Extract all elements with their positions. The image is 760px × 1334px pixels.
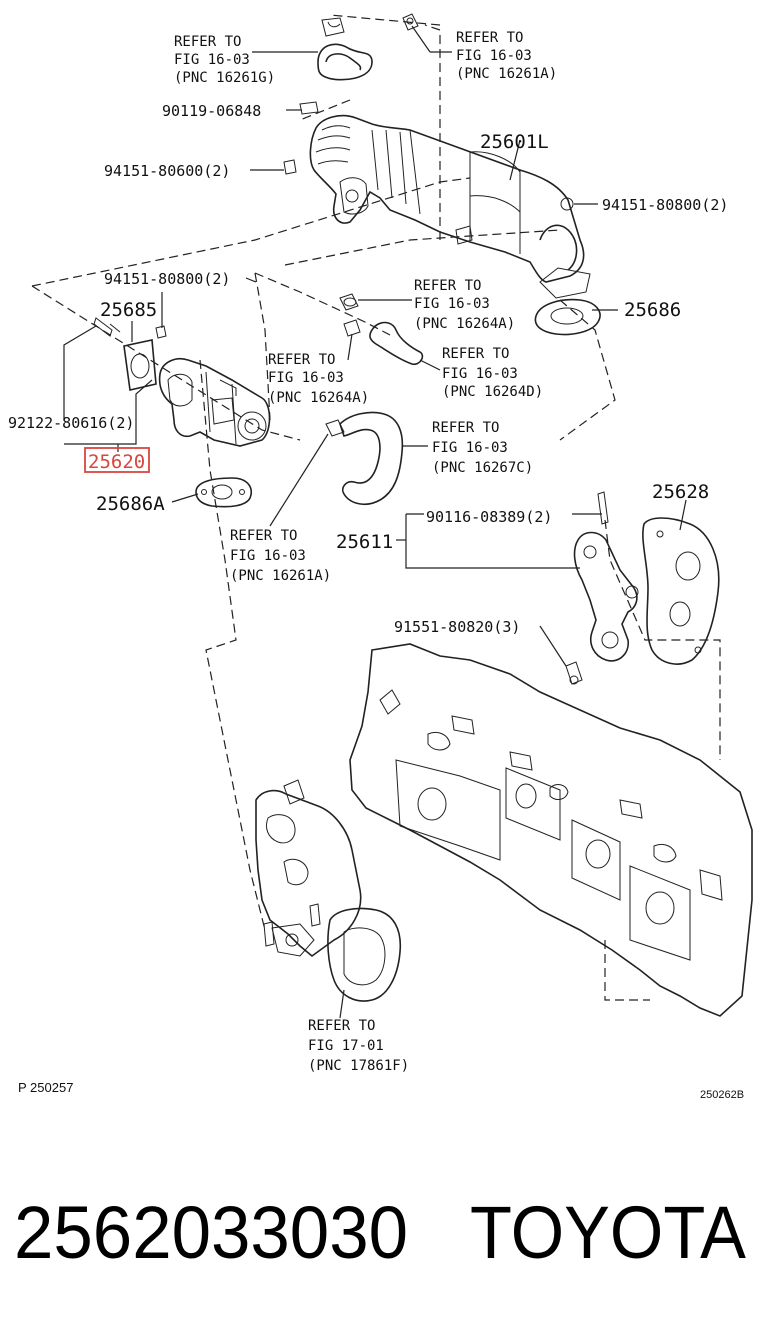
diagram-code-right: 250262B — [700, 1089, 744, 1101]
label-25601L[interactable]: 25601L — [480, 131, 549, 153]
reference-callouts: REFER TO FIG 16-03 (PNC 16261G) REFER TO… — [174, 30, 557, 1074]
svg-text:FIG 16-03: FIG 16-03 — [268, 370, 344, 386]
svg-text:REFER TO: REFER TO — [432, 420, 499, 436]
gasket-25628 — [642, 517, 720, 665]
label-94151-80800-right[interactable]: 94151-80800(2) — [602, 196, 728, 214]
svg-text:(PNC 16264D): (PNC 16264D) — [442, 384, 543, 400]
cylinder-head — [349, 643, 753, 1017]
svg-text:FIG 16-03: FIG 16-03 — [432, 440, 508, 456]
part-highlight-box — [84, 447, 150, 473]
label-90119-06848[interactable]: 90119-06848 — [162, 102, 261, 120]
footer-brand: TOYOTA — [470, 1191, 747, 1274]
label-94151-80800-left[interactable]: 94151-80800(2) — [104, 270, 230, 288]
svg-text:(PNC 16267C): (PNC 16267C) — [432, 460, 533, 476]
ref-16264A-right[interactable]: REFER TO FIG 16-03 (PNC 16264A) — [414, 278, 515, 332]
egr-cooler — [283, 101, 591, 299]
svg-text:REFER TO: REFER TO — [308, 1018, 375, 1034]
egr-valve-assembly — [93, 317, 271, 447]
svg-text:FIG 16-03: FIG 16-03 — [230, 548, 306, 564]
label-25686A[interactable]: 25686A — [96, 493, 165, 515]
ref-16267C[interactable]: REFER TO FIG 16-03 (PNC 16267C) — [432, 420, 533, 476]
svg-text:REFER TO: REFER TO — [442, 346, 509, 362]
svg-text:REFER TO: REFER TO — [174, 34, 241, 50]
ref-16261A-bottom[interactable]: REFER TO FIG 16-03 (PNC 16261A) — [230, 528, 331, 584]
label-92122-80616[interactable]: 92122-80616(2) — [8, 414, 134, 432]
ref-16261G[interactable]: REFER TO FIG 16-03 (PNC 16261G) — [174, 34, 275, 86]
label-25611[interactable]: 25611 — [336, 531, 393, 553]
fastener-labels: 90119-06848 94151-80600(2) 94151-80800(2… — [8, 102, 728, 636]
ref-17861F[interactable]: REFER TO FIG 17-01 (PNC 17861F) — [308, 1018, 409, 1074]
upper-hose — [317, 13, 419, 81]
ref-16264A-left[interactable]: REFER TO FIG 16-03 (PNC 16264A) — [268, 352, 369, 406]
svg-text:FIG 16-03: FIG 16-03 — [456, 48, 532, 64]
leader-lines — [63, 25, 687, 1019]
label-25686[interactable]: 25686 — [624, 299, 681, 321]
gasket-25686 — [534, 298, 601, 336]
diagram-code-left: P 250257 — [18, 1080, 73, 1095]
svg-text:FIG 16-03: FIG 16-03 — [414, 296, 490, 312]
svg-text:REFER TO: REFER TO — [456, 30, 523, 46]
label-94151-80600[interactable]: 94151-80600(2) — [104, 162, 230, 180]
svg-text:REFER TO: REFER TO — [414, 278, 481, 294]
svg-text:FIG 16-03: FIG 16-03 — [174, 52, 250, 68]
egr-pipe-25611 — [565, 491, 639, 685]
svg-text:FIG 16-03: FIG 16-03 — [442, 366, 518, 382]
svg-text:(PNC 16264A): (PNC 16264A) — [268, 390, 369, 406]
svg-text:REFER TO: REFER TO — [230, 528, 297, 544]
svg-text:FIG 17-01: FIG 17-01 — [308, 1038, 384, 1054]
label-25620[interactable]: 25620 — [88, 451, 145, 473]
svg-text:(PNC 16261G): (PNC 16261G) — [174, 70, 275, 86]
label-91551-80820[interactable]: 91551-80820(3) — [394, 618, 520, 636]
gasket-25686A — [195, 477, 252, 508]
label-90116-08389[interactable]: 90116-08389(2) — [426, 508, 552, 526]
intake-adapter — [255, 779, 402, 1002]
svg-text:(PNC 17861F): (PNC 17861F) — [308, 1058, 409, 1074]
ref-16261A-top[interactable]: REFER TO FIG 16-03 (PNC 16261A) — [456, 30, 557, 82]
part-labels: 25601L 25685 25686 25620 25686A 25611 25… — [88, 131, 709, 553]
label-25685[interactable]: 25685 — [100, 299, 157, 321]
dashed-assembly-lines — [31, 14, 721, 1001]
label-25628[interactable]: 25628 — [652, 481, 709, 503]
svg-text:(PNC 16261A): (PNC 16261A) — [456, 66, 557, 82]
footer-part-number: 2562033030 — [14, 1191, 408, 1274]
ref-16264D[interactable]: REFER TO FIG 16-03 (PNC 16264D) — [442, 346, 543, 400]
svg-text:(PNC 16264A): (PNC 16264A) — [414, 316, 515, 332]
svg-text:REFER TO: REFER TO — [268, 352, 335, 368]
svg-text:(PNC 16261A): (PNC 16261A) — [230, 568, 331, 584]
